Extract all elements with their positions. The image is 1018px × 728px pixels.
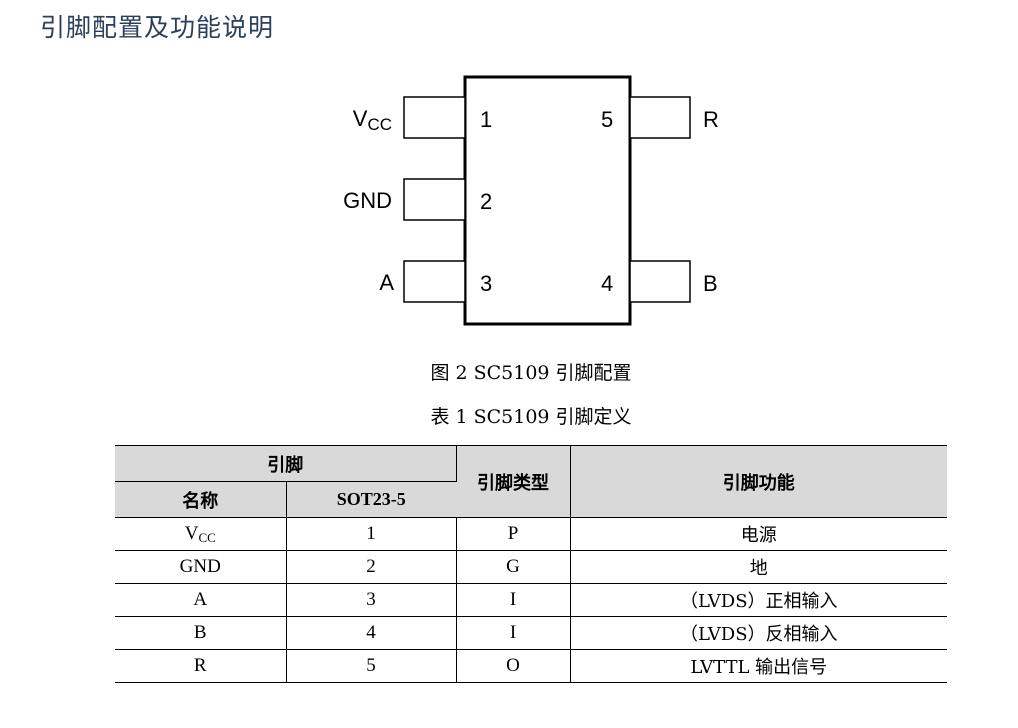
cell-type: G [456, 550, 571, 584]
pin-name-a: A [379, 270, 394, 295]
cell-function: 电源 [570, 517, 947, 551]
table-caption: 表 1 SC5109 引脚定义 [430, 406, 632, 428]
pin-number-3: 3 [480, 271, 492, 296]
pin-name-b: B [703, 271, 718, 296]
pin-number-2: 2 [480, 189, 492, 214]
header-name: 名称 [115, 481, 287, 518]
pin-lead-3 [403, 260, 466, 303]
section-title: 引脚配置及功能说明 [40, 13, 275, 42]
pin-lead-2 [403, 178, 466, 221]
cell-type: I [456, 583, 571, 617]
cell-name: R [115, 649, 287, 683]
pin-number-1: 1 [480, 107, 492, 132]
header-pin-type: 引脚类型 [456, 445, 571, 518]
cell-pin: 2 [286, 550, 457, 584]
pin-name-r: R [703, 107, 719, 132]
pin-definition-table: 引脚 引脚类型 引脚功能 名称 SOT23-5 VCC 1 P 电源 GND 2… [115, 445, 947, 683]
table-row: B 4 I （LVDS）反相输入 [115, 616, 947, 650]
pin-name-gnd: GND [343, 188, 392, 213]
pinout-diagram: 1 2 3 5 4 VCC GND A R B [343, 75, 719, 326]
pin-name-vcc: VCC [353, 106, 392, 134]
cell-function: （LVDS）反相输入 [570, 616, 947, 650]
table-row: VCC 1 P 电源 [115, 517, 947, 551]
cell-type: O [456, 649, 571, 683]
header-package: SOT23-5 [286, 481, 456, 518]
pin-number-4: 4 [601, 271, 613, 296]
table-row: GND 2 G 地 [115, 550, 947, 584]
pin-number-5: 5 [601, 107, 613, 132]
chip-body [463, 75, 632, 326]
header-pin-group: 引脚 [115, 445, 457, 482]
cell-name: GND [115, 550, 287, 584]
cell-pin: 4 [286, 616, 457, 650]
header-pin-function: 引脚功能 [570, 445, 947, 518]
cell-pin: 5 [286, 649, 457, 683]
cell-function: （LVDS）正相输入 [570, 583, 947, 617]
pin-lead-4 [629, 260, 691, 303]
table-row: R 5 O LVTTL 输出信号 [115, 649, 947, 683]
cell-name: VCC [115, 517, 287, 551]
cell-pin: 3 [286, 583, 457, 617]
pin-lead-5 [629, 96, 691, 139]
pin-lead-1 [403, 96, 466, 139]
cell-type: I [456, 616, 571, 650]
figure-caption: 图 2 SC5109 引脚配置 [430, 362, 632, 384]
cell-name: A [115, 583, 287, 617]
table-row: A 3 I （LVDS）正相输入 [115, 583, 947, 617]
cell-pin: 1 [286, 517, 457, 551]
cell-type: P [456, 517, 571, 551]
cell-name: B [115, 616, 287, 650]
cell-function: 地 [570, 550, 947, 584]
cell-function: LVTTL 输出信号 [570, 649, 947, 683]
